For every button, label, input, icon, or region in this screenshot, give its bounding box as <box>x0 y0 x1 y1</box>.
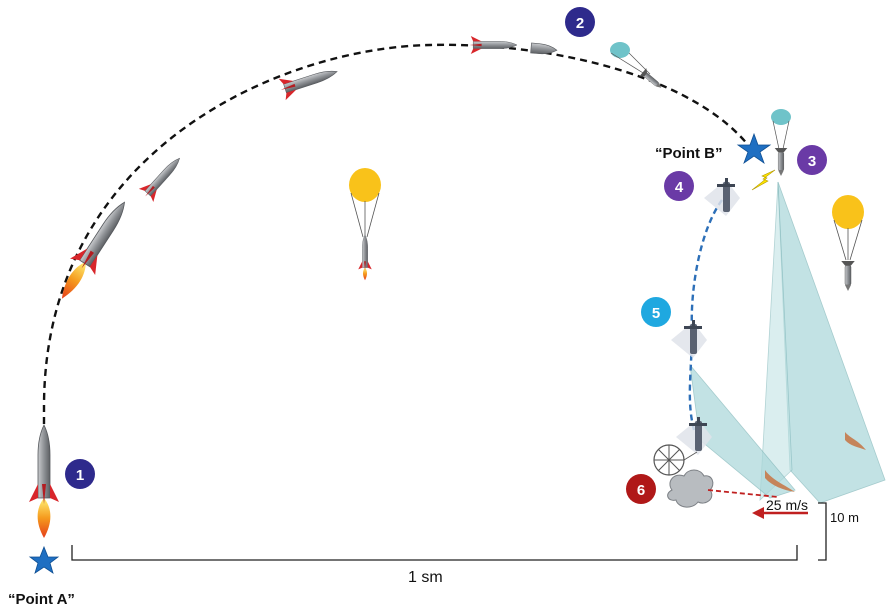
payload-drogue-point-b <box>771 109 791 177</box>
point-b-star-icon <box>736 132 772 165</box>
rotor-canister-upper <box>704 178 740 216</box>
height-bracket <box>818 502 827 561</box>
point-a-star-icon <box>28 545 60 574</box>
sensor-cone-large <box>777 181 886 504</box>
rocket-apex <box>469 35 518 55</box>
svg-text:1: 1 <box>76 467 84 484</box>
point-a-label: “Point A” <box>8 591 75 608</box>
svg-text:5: 5 <box>652 305 660 322</box>
wind-dashed-arrow <box>707 489 779 498</box>
rocket-on-pad <box>28 424 60 538</box>
payload-separated <box>530 42 558 55</box>
distance-bracket <box>71 545 798 561</box>
impact-cloud-icon <box>667 469 714 508</box>
bird-in-cone-low <box>765 470 795 492</box>
svg-text:2: 2 <box>576 15 584 32</box>
bird-in-cone-right <box>845 432 866 450</box>
stage-badge-6: 6 <box>626 474 656 504</box>
stage-badge-3: 3 <box>797 145 827 175</box>
ejection-lightning-icon <box>751 169 776 191</box>
svg-text:6: 6 <box>637 482 645 499</box>
sensor-cone-low <box>689 363 796 499</box>
point-b-label: “Point B” <box>655 145 723 162</box>
distance-label: 1 sm <box>408 569 443 586</box>
svg-text:3: 3 <box>808 153 816 170</box>
balloon-payload-center <box>349 168 381 281</box>
speed-label: 25 m/s <box>766 497 808 513</box>
balloon-payload-right <box>832 195 864 292</box>
parachute-wheel-icon <box>653 444 698 476</box>
speed-arrow-head <box>752 507 764 519</box>
svg-text:4: 4 <box>675 179 684 196</box>
stage-badge-1: 1 <box>65 459 95 489</box>
rotor-canister-middle <box>671 320 707 358</box>
payload-drogue-descent <box>610 42 665 93</box>
height-label: 10 m <box>830 510 859 525</box>
stage-badge-5: 5 <box>641 297 671 327</box>
stage-badge-4: 4 <box>664 171 694 201</box>
launch-trajectory <box>42 43 753 520</box>
stage-badge-2: 2 <box>565 7 595 37</box>
